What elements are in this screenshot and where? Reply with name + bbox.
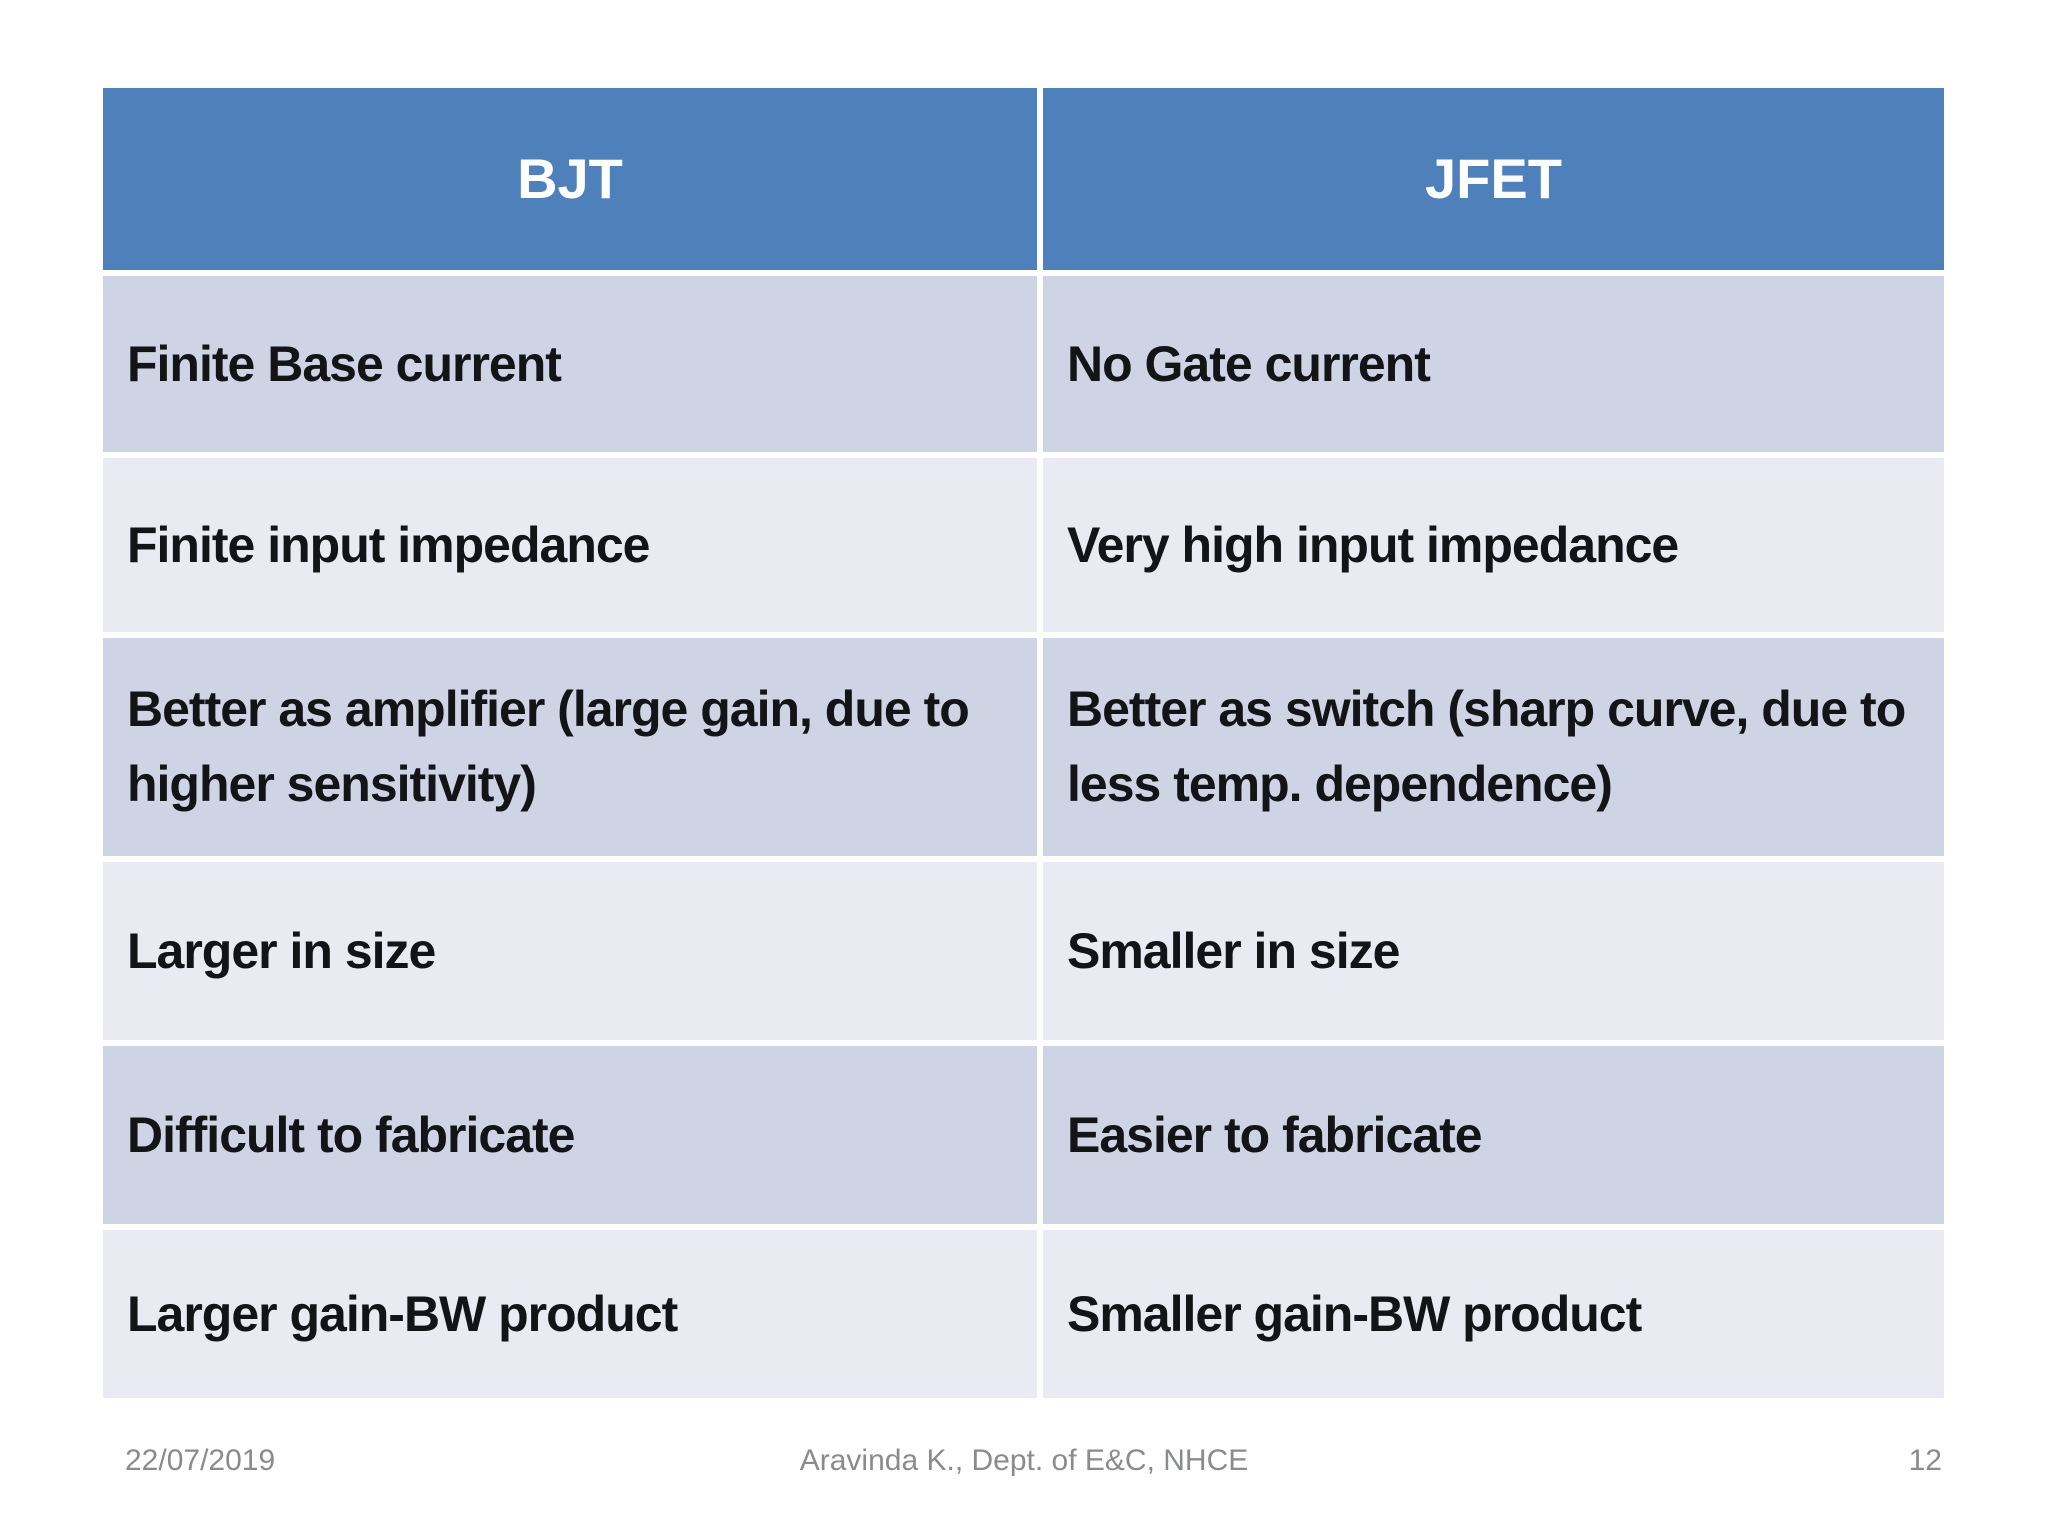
footer-page-number: 12 <box>1908 1444 1942 1477</box>
slide-footer: 22/07/2019 Aravinda K., Dept. of E&C, NH… <box>0 1444 2048 1488</box>
table-cell-jfet-row1: No Gate current <box>1043 276 1944 452</box>
table-cell-bjt-row1: Finite Base current <box>103 276 1037 452</box>
table-cell-bjt-row3: Better as amplifier (large gain, due to … <box>103 638 1037 856</box>
table-cell-bjt-row5: Difficult to fabricate <box>103 1046 1037 1224</box>
table-cell-jfet-row2: Very high input impedance <box>1043 458 1944 632</box>
table-cell-bjt-row2: Finite input impedance <box>103 458 1037 632</box>
table-cell-jfet-row6: Smaller gain-BW product <box>1043 1230 1944 1398</box>
table-cell-jfet-row5: Easier to fabricate <box>1043 1046 1944 1224</box>
table-cell-jfet-row3: Better as switch (sharp curve, due to le… <box>1043 638 1944 856</box>
table-cell-jfet-row4: Smaller in size <box>1043 862 1944 1040</box>
table-cell-bjt-row6: Larger gain-BW product <box>103 1230 1037 1398</box>
column-header-jfet: JFET <box>1043 88 1944 270</box>
footer-credit: Aravinda K., Dept. of E&C, NHCE <box>799 1444 1249 1477</box>
footer-date: 22/07/2019 <box>125 1444 276 1477</box>
comparison-table: BJT JFET Finite Base current No Gate cur… <box>103 88 1944 1398</box>
column-header-bjt: BJT <box>103 88 1037 270</box>
table-cell-bjt-row4: Larger in size <box>103 862 1037 1040</box>
